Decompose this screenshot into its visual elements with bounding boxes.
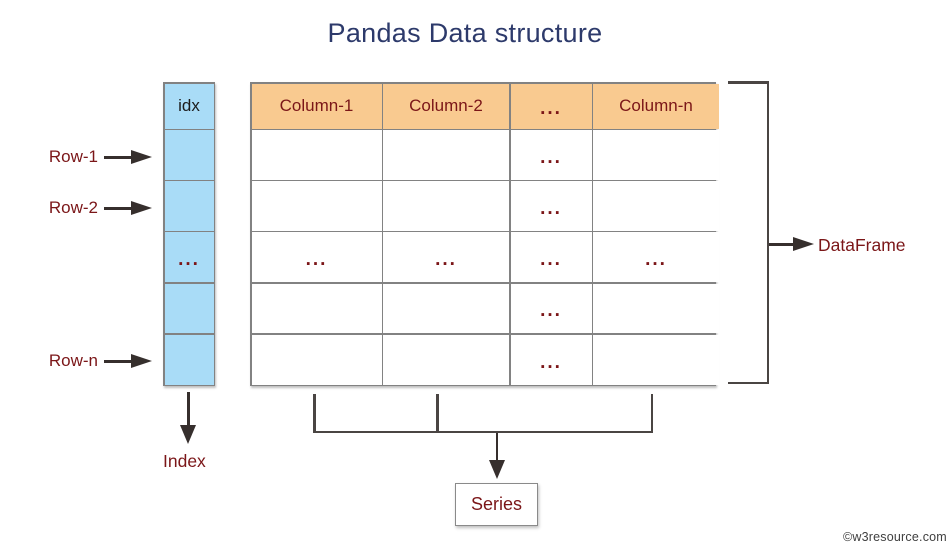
column-header-ellipsis: ... [510, 83, 592, 129]
table-cell [251, 130, 382, 180]
row-1-arrowhead-icon [131, 150, 152, 164]
table-cell [251, 181, 382, 231]
index-arrow [187, 392, 190, 426]
series-arrow [495, 433, 498, 461]
row-label-2: Row-2 [48, 198, 98, 217]
dataframe-arrow [769, 243, 795, 246]
series-bracket-right [650, 394, 653, 433]
series-label: Series [470, 494, 523, 514]
index-cell [164, 283, 214, 334]
series-bracket-bar [313, 430, 653, 433]
dataframe-label: DataFrame [818, 235, 906, 255]
row-2-arrow [104, 207, 132, 210]
row-label-n: Row-n [48, 351, 98, 370]
table-cell: ... [251, 232, 382, 283]
table-cell [383, 181, 509, 231]
table-cell: ... [510, 334, 592, 385]
table-cell [251, 283, 382, 334]
page-title: Pandas Data structure [327, 18, 603, 48]
table-cell [383, 130, 509, 180]
index-cell [164, 130, 214, 180]
row-n-arrowhead-icon [131, 354, 152, 368]
row-label-1: Row-1 [48, 147, 98, 166]
table-cell: ... [510, 283, 592, 334]
series-arrowhead-icon [488, 460, 505, 479]
dataframe-table: Column-1 Column-2 ... Column-n ... ... .… [250, 82, 719, 386]
series-bracket-middle [436, 394, 439, 433]
series-bracket-left [313, 394, 316, 433]
dataframe-bracket-bottom [728, 381, 769, 384]
column-header-1: Column-1 [251, 83, 382, 129]
dataframe-bracket-top [728, 81, 769, 84]
table-cell [593, 130, 719, 180]
row-2-arrowhead-icon [131, 201, 152, 215]
table-cell [251, 334, 382, 385]
table-cell: ... [593, 232, 719, 283]
table-cell: ... [383, 232, 509, 283]
table-cell [593, 181, 719, 231]
table-cell: ... [510, 181, 592, 231]
dataframe-bracket-side [766, 81, 769, 384]
table-cell [593, 283, 719, 334]
index-arrowhead-icon [180, 425, 196, 444]
index-cell [164, 181, 214, 231]
table-cell [383, 334, 509, 385]
index-cell: ... [164, 232, 214, 283]
index-cell [164, 334, 214, 385]
table-cell [593, 334, 719, 385]
table-cell: ... [510, 130, 592, 180]
index-column-header: idx [164, 83, 214, 129]
row-1-arrow [104, 156, 132, 159]
row-n-arrow [104, 360, 132, 363]
column-header-2: Column-2 [383, 83, 509, 129]
column-header-n: Column-n [593, 83, 719, 129]
watermark: ©w3resource.com [843, 530, 947, 544]
dataframe-arrowhead-icon [793, 237, 814, 251]
table-cell [383, 283, 509, 334]
series-box: Series [455, 483, 538, 526]
table-cell: ... [510, 232, 592, 283]
index-column: idx ... [163, 82, 215, 386]
index-label: Index [163, 451, 206, 471]
